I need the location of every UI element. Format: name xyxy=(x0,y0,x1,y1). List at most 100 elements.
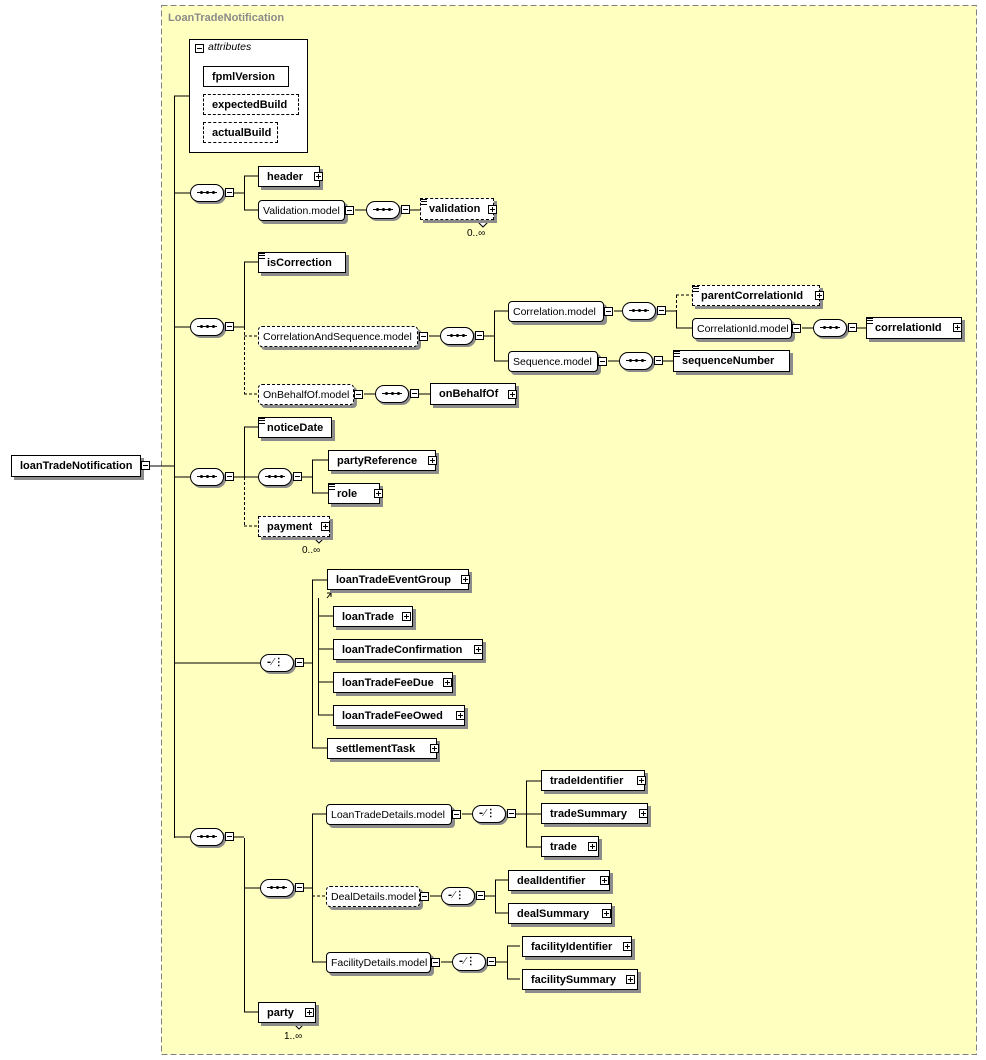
expand-icon[interactable] xyxy=(314,172,323,181)
element-dealSummary[interactable]: dealSummary xyxy=(508,903,612,924)
expand-icon[interactable] xyxy=(637,776,646,785)
sequence-compositor-icon[interactable] xyxy=(813,319,847,337)
collapse-icon[interactable] xyxy=(354,390,363,399)
collapse-icon[interactable] xyxy=(225,322,234,331)
collapse-icon[interactable] xyxy=(431,958,440,967)
element-party[interactable]: party xyxy=(258,1002,316,1023)
collapse-icon[interactable] xyxy=(419,332,428,341)
element-loanTradeConfirmation[interactable]: loanTradeConfirmation xyxy=(333,639,483,660)
expand-icon[interactable] xyxy=(639,809,648,818)
expand-icon[interactable] xyxy=(588,842,597,851)
expand-icon[interactable] xyxy=(305,1008,314,1017)
sequence-compositor-icon[interactable] xyxy=(366,201,400,219)
expand-icon[interactable] xyxy=(456,711,465,720)
collapse-icon[interactable] xyxy=(792,324,801,333)
element-tradeIdentifier[interactable]: tradeIdentifier xyxy=(541,770,645,791)
group-loanTradeDetails-model[interactable]: LoanTradeDetails.model xyxy=(326,804,452,825)
collapse-icon[interactable] xyxy=(295,883,304,892)
group-dealDetails-model[interactable]: DealDetails.model xyxy=(326,886,420,907)
collapse-icon[interactable] xyxy=(295,658,304,667)
expand-icon[interactable] xyxy=(474,645,483,654)
group-correlation-and-sequence-model[interactable]: CorrelationAndSequence.model xyxy=(258,326,418,347)
expand-icon[interactable] xyxy=(430,744,439,753)
collapse-icon[interactable] xyxy=(598,357,607,366)
expand-icon[interactable] xyxy=(402,612,411,621)
element-sequenceNumber[interactable]: sequenceNumber xyxy=(673,350,790,372)
expand-icon[interactable] xyxy=(626,975,635,984)
collapse-icon[interactable] xyxy=(410,389,419,398)
group-correlationId-model[interactable]: CorrelationId.model xyxy=(692,318,792,339)
collapse-icon[interactable] xyxy=(848,323,857,332)
attribute-fpmlVersion[interactable]: fpmlVersion xyxy=(203,66,289,87)
element-facilitySummary[interactable]: facilitySummary xyxy=(522,969,638,990)
sequence-compositor-icon[interactable] xyxy=(622,302,656,320)
element-trade[interactable]: trade xyxy=(541,836,599,857)
expand-icon[interactable] xyxy=(953,323,962,332)
collapse-icon[interactable] xyxy=(345,206,354,215)
element-loanTradeFeeDue[interactable]: loanTradeFeeDue xyxy=(333,672,453,693)
expand-icon[interactable] xyxy=(461,575,470,584)
collapse-icon[interactable] xyxy=(401,205,410,214)
group-validation-model[interactable]: Validation.model xyxy=(258,200,345,221)
group-sequence-model[interactable]: Sequence.model xyxy=(508,351,598,372)
expand-icon[interactable] xyxy=(623,942,632,951)
expand-icon[interactable] xyxy=(600,876,609,885)
collapse-icon[interactable] xyxy=(487,957,496,966)
expand-icon[interactable] xyxy=(428,456,437,465)
element-role[interactable]: role xyxy=(328,483,380,504)
collapse-icon[interactable] xyxy=(475,331,484,340)
sequence-compositor-icon[interactable] xyxy=(440,327,474,345)
collapse-icon[interactable] xyxy=(452,810,461,819)
element-validation[interactable]: validation xyxy=(420,198,494,220)
element-tradeSummary[interactable]: tradeSummary xyxy=(541,803,648,824)
element-partyReference[interactable]: partyReference xyxy=(328,450,436,471)
collapse-icon[interactable] xyxy=(293,472,302,481)
sequence-compositor-icon[interactable] xyxy=(190,318,224,336)
sequence-compositor-icon[interactable] xyxy=(260,879,294,897)
sequence-compositor-icon[interactable] xyxy=(258,468,292,486)
collapse-icon[interactable] xyxy=(225,832,234,841)
collapse-icon[interactable] xyxy=(476,891,485,900)
element-isCorrection[interactable]: isCorrection xyxy=(258,252,346,273)
element-parentCorrelationId[interactable]: parentCorrelationId xyxy=(692,285,820,306)
element-settlementTask[interactable]: settlementTask xyxy=(327,738,437,759)
group-facilityDetails-model[interactable]: FacilityDetails.model xyxy=(326,952,431,973)
collapse-icon[interactable] xyxy=(225,188,234,197)
sequence-compositor-icon[interactable] xyxy=(190,184,224,202)
element-correlationId[interactable]: correlationId xyxy=(866,317,962,339)
collapse-icon[interactable] xyxy=(604,307,613,316)
collapse-icon[interactable] xyxy=(654,356,663,365)
choice-compositor-icon[interactable]: -⁄⋮ xyxy=(472,805,506,823)
collapse-icon[interactable] xyxy=(225,472,234,481)
element-payment[interactable]: payment xyxy=(258,516,330,537)
sequence-compositor-icon[interactable] xyxy=(190,468,224,486)
sequence-compositor-icon[interactable] xyxy=(619,352,653,370)
element-loanTradeEventGroup[interactable]: loanTradeEventGroup xyxy=(327,569,469,590)
group-onBehalfOf-model[interactable]: OnBehalfOf.model xyxy=(258,384,354,405)
expand-icon[interactable] xyxy=(815,291,824,300)
element-loanTradeFeeOwed[interactable]: loanTradeFeeOwed xyxy=(333,705,465,726)
collapse-icon[interactable] xyxy=(507,809,516,818)
element-noticeDate[interactable]: noticeDate xyxy=(258,417,332,438)
element-facilityIdentifier[interactable]: facilityIdentifier xyxy=(522,936,632,957)
choice-compositor-icon[interactable]: -⁄⋮ xyxy=(452,953,486,971)
group-correlation-model[interactable]: Correlation.model xyxy=(508,301,604,322)
element-loanTrade[interactable]: loanTrade xyxy=(333,606,413,627)
expand-icon[interactable] xyxy=(374,489,383,498)
expand-icon[interactable] xyxy=(602,909,611,918)
choice-compositor-icon[interactable]: -⁄⋮ xyxy=(441,887,475,905)
collapse-icon[interactable] xyxy=(657,306,666,315)
element-header[interactable]: header xyxy=(258,166,320,187)
attribute-expectedBuild[interactable]: expectedBuild xyxy=(203,94,299,115)
sequence-compositor-icon[interactable] xyxy=(190,828,224,846)
expand-icon[interactable] xyxy=(488,205,497,214)
expand-icon[interactable] xyxy=(508,390,517,399)
collapse-icon[interactable] xyxy=(141,461,150,470)
choice-compositor-icon[interactable]: -⁄⋮ xyxy=(260,654,294,672)
expand-icon[interactable] xyxy=(321,522,330,531)
collapse-icon[interactable] xyxy=(195,44,204,53)
attribute-actualBuild[interactable]: actualBuild xyxy=(203,122,278,143)
element-dealIdentifier[interactable]: dealIdentifier xyxy=(508,870,610,891)
sequence-compositor-icon[interactable] xyxy=(375,385,409,403)
root-element[interactable]: loanTradeNotification xyxy=(11,455,141,477)
